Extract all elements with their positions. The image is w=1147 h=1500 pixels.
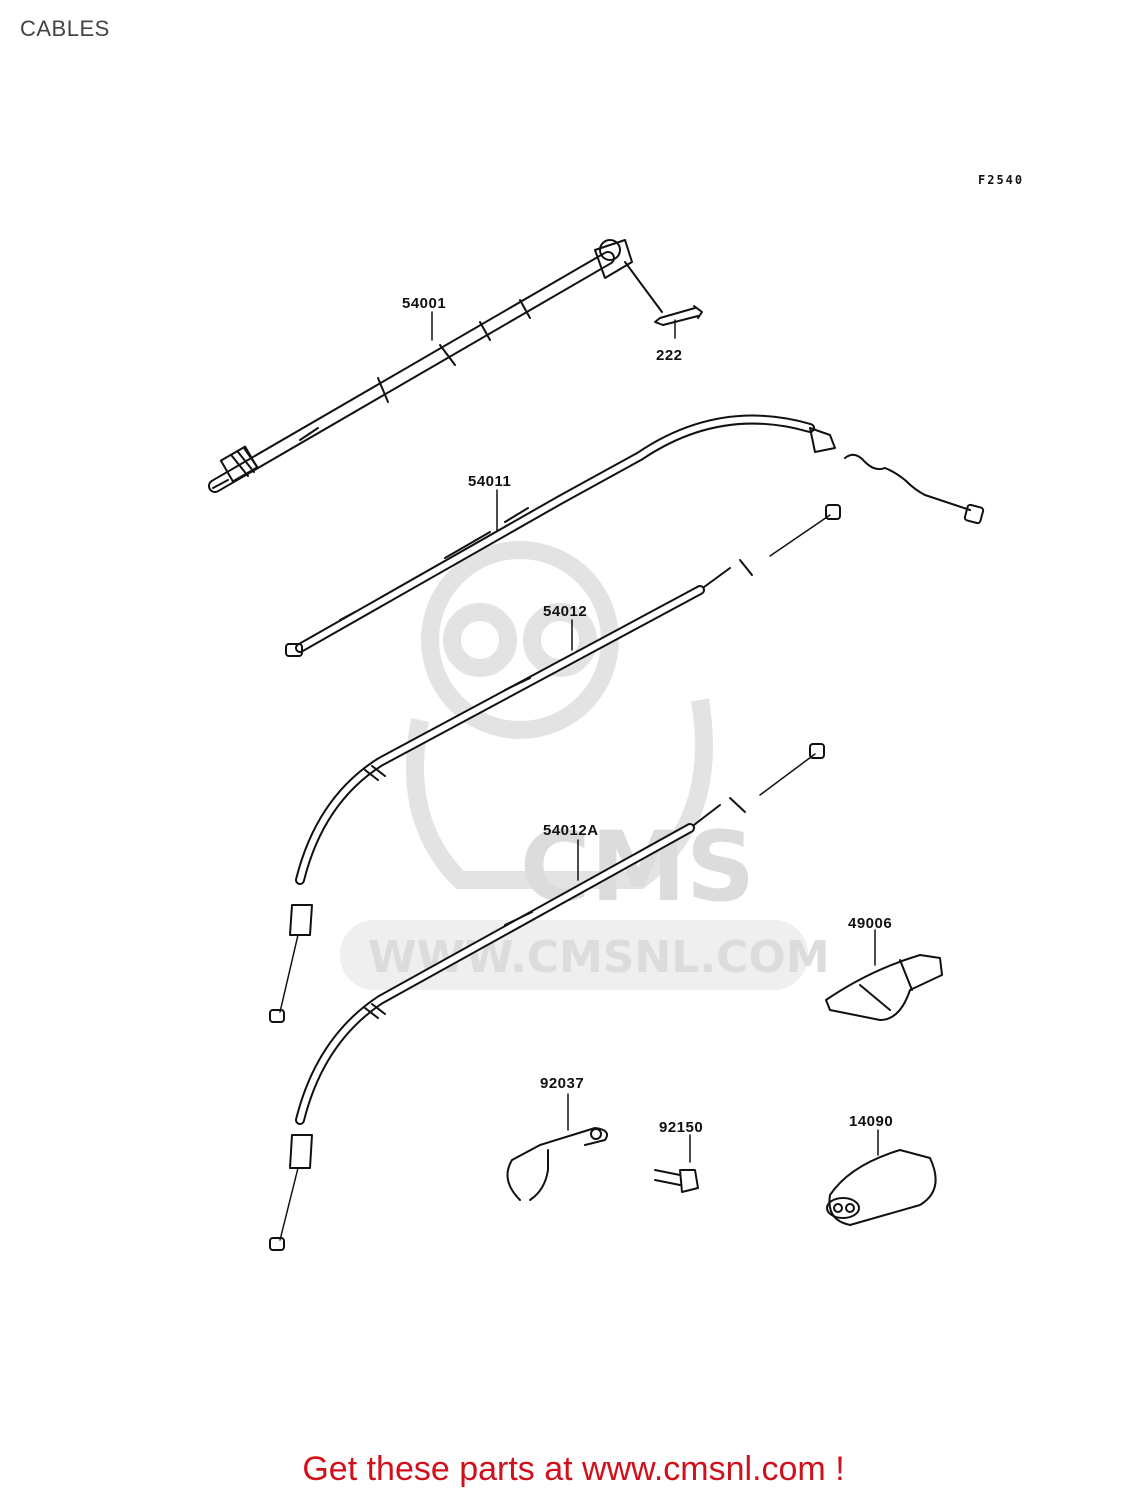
leader-lines [431, 311, 879, 1163]
cap-49006 [825, 954, 943, 1021]
figure-code: F2540 [978, 173, 1024, 187]
throttle-cable-54011 [285, 414, 985, 657]
part-labels: 54001 222 54011 54012 54012A 49006 92037… [402, 295, 893, 1136]
part-label-49006[interactable]: 49006 [848, 915, 892, 932]
part-label-92150[interactable]: 92150 [659, 1119, 703, 1136]
sleeve-14090 [826, 1149, 937, 1226]
clutch-cable-54012 [269, 504, 841, 1023]
footer-cta-link[interactable]: Get these parts at www.cmsnl.com ! [302, 1450, 845, 1488]
bolt-92150 [654, 1169, 699, 1193]
speedometer-cable-54001 [208, 239, 633, 493]
part-label-92037[interactable]: 92037 [540, 1075, 584, 1092]
part-label-54012[interactable]: 54012 [543, 603, 587, 620]
part-label-54011[interactable]: 54011 [468, 473, 511, 490]
clutch-cable-54012A [269, 743, 825, 1251]
part-label-14090[interactable]: 14090 [849, 1113, 893, 1130]
part-label-54001[interactable]: 54001 [402, 295, 446, 312]
screw-222 [624, 261, 703, 326]
part-label-54012A[interactable]: 54012A [543, 822, 599, 839]
watermark-banner [340, 920, 808, 990]
page-title: CABLES [20, 16, 110, 41]
watermark: CMS WWW.CMSNL.COM [340, 541, 830, 990]
watermark-url: WWW.CMSNL.COM [368, 932, 830, 983]
clamp-92037 [506, 1127, 608, 1201]
parts-diagram: CMS WWW.CMSNL.COM F2540 [208, 173, 1024, 1251]
part-label-222[interactable]: 222 [656, 347, 683, 364]
